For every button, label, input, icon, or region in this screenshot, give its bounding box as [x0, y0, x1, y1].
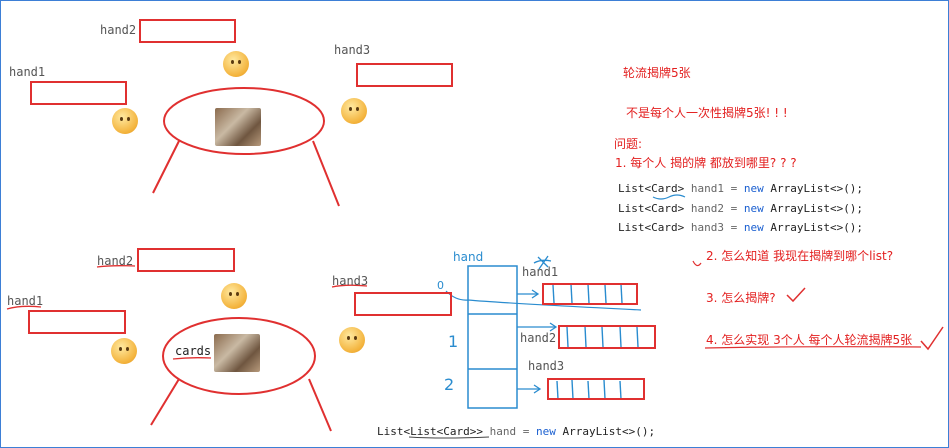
code-ctor: ArrayList<>();	[763, 202, 864, 215]
question-header: 问题:	[614, 137, 643, 151]
top-hand2-box	[139, 19, 236, 43]
top-hand3-box	[356, 63, 453, 87]
top-table-leg-left	[152, 140, 180, 194]
bottom-table-ellipse	[162, 317, 316, 395]
bottom-hand1-box	[28, 310, 126, 334]
top-cards-image	[215, 108, 261, 146]
bottom-hand2-box	[137, 248, 235, 272]
code-type: List<Card>	[618, 221, 685, 234]
code-line-1: List<Card> hand1 = new ArrayList<>();	[618, 182, 863, 195]
bottom-cards-image	[214, 334, 260, 372]
arrow-head-hand3	[533, 384, 542, 394]
code-var: hand1 =	[684, 182, 744, 195]
hand2-tally	[566, 325, 639, 348]
code-line-3: List<Card> hand3 = new ArrayList<>();	[618, 221, 863, 234]
code-var: hand2 =	[684, 202, 744, 215]
top-hand1-label: hand1	[9, 65, 46, 79]
code-type: List<Card>	[618, 202, 685, 215]
bottom-hand3-box	[354, 292, 452, 316]
cards-underline	[172, 357, 212, 360]
bottom-table-leg-left	[150, 378, 180, 426]
row-hand2-box	[558, 325, 656, 349]
q3-checkmark	[786, 287, 806, 303]
scribble-line	[445, 290, 642, 311]
code-line-2: List<Card> hand2 = new ArrayList<>();	[618, 202, 863, 215]
hand-array-label: hand	[453, 250, 484, 264]
question-2: 2. 怎么知道 我现在揭牌到哪个list?	[706, 249, 894, 263]
row-hand1-label: hand1	[522, 265, 559, 279]
bottom-player3-emoji-icon	[339, 327, 365, 353]
title-note: 轮流揭牌5张	[623, 66, 691, 80]
code-type: List<Card>	[618, 182, 685, 195]
code-keyword: new	[743, 182, 764, 195]
top-table-leg-right	[312, 140, 340, 207]
hand3-tally	[556, 379, 622, 400]
bottom-hand1-label: hand1	[7, 294, 44, 308]
bottom-player2-emoji-icon	[221, 283, 247, 309]
top-hand1-box	[30, 81, 127, 105]
question-1: 1. 每个人 揭的牌 都放到哪里? ? ?	[615, 156, 797, 170]
hand2-underline	[96, 265, 136, 268]
top-hand3-label: hand3	[334, 43, 371, 57]
cards-label: cards	[175, 344, 212, 358]
hand3-underline	[331, 284, 368, 288]
top-player2-emoji-icon	[223, 51, 249, 77]
cross-mark	[533, 255, 552, 270]
top-table-ellipse	[163, 87, 325, 155]
index-2-label: 2	[444, 375, 455, 394]
warning-note: 不是每个人一次性揭牌5张! ! !	[626, 106, 788, 120]
row-hand3-label: hand3	[528, 359, 565, 373]
bottom-player1-emoji-icon	[111, 338, 137, 364]
hand-array-box	[467, 265, 518, 409]
q4-checkmark	[920, 326, 944, 351]
q2-tick-mark	[692, 260, 702, 267]
q4-underline	[704, 346, 922, 349]
hand1-tally	[552, 283, 623, 304]
top-player3-emoji-icon	[341, 98, 367, 124]
code-var: hand3 =	[684, 221, 744, 234]
code-var: hand =	[482, 425, 536, 438]
index-1-label: 1	[448, 332, 459, 351]
bottom-hand3-label: hand3	[332, 274, 369, 288]
row-hand2-label: hand2	[520, 331, 557, 345]
code-ctor: ArrayList<>();	[763, 221, 864, 234]
hand1-underline	[6, 305, 42, 310]
bottom-hand2-label: hand2	[97, 254, 134, 268]
row-hand3-box	[547, 378, 645, 400]
code-ctor: ArrayList<>();	[555, 425, 656, 438]
bottom-code-underline	[408, 436, 490, 439]
code-type: List<List<Card>>	[377, 425, 483, 438]
bottom-code-line: List<List<Card>> hand = new ArrayList<>(…	[377, 425, 655, 438]
arrow-head-hand2	[549, 322, 558, 332]
question-3: 3. 怎么揭牌?	[706, 291, 776, 305]
code-keyword: new	[743, 202, 764, 215]
card-squiggle	[652, 194, 686, 200]
question-4: 4. 怎么实现 3个人 每个人轮流揭牌5张	[706, 333, 913, 347]
top-hand2-label: hand2	[100, 23, 137, 37]
code-ctor: ArrayList<>();	[763, 182, 864, 195]
top-player1-emoji-icon	[112, 108, 138, 134]
bottom-table-leg-right	[308, 378, 332, 432]
code-keyword: new	[743, 221, 764, 234]
arrow-head-hand1	[531, 289, 540, 299]
code-keyword: new	[535, 425, 556, 438]
index-0-label: 0	[437, 279, 444, 292]
row-hand1-box	[542, 283, 638, 305]
